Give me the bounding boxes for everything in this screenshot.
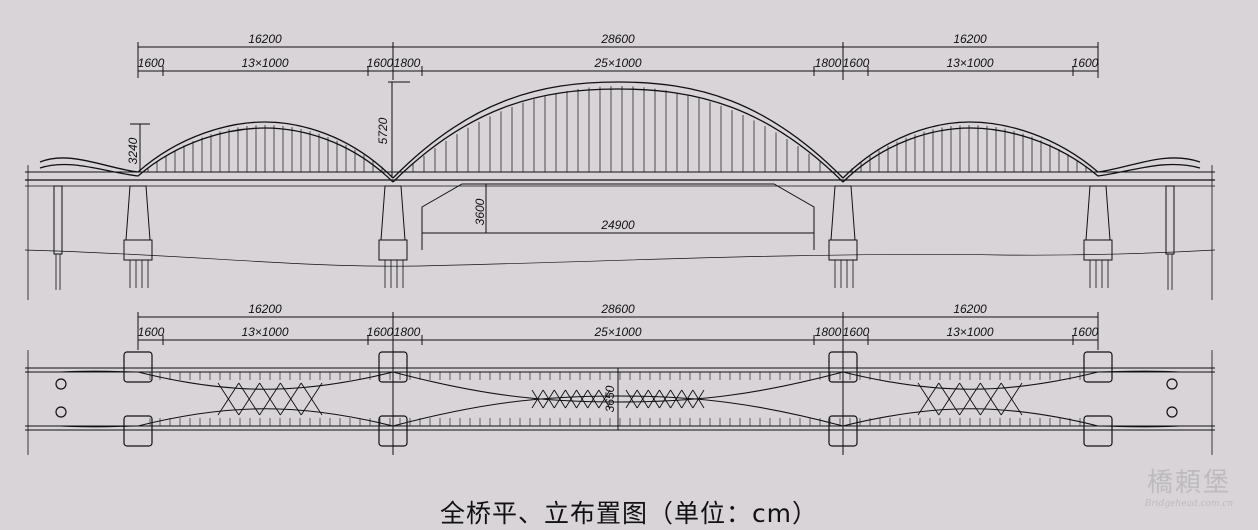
elev-sub-4: 1800	[394, 56, 421, 70]
elevation-dimension-lines	[137, 42, 1099, 80]
watermark-url: Bridgehead.com.cn	[1144, 499, 1234, 509]
break-lines	[27, 165, 1213, 300]
plan-span-2: 28600	[600, 302, 635, 316]
elev-span-3: 16200	[953, 32, 987, 46]
plan-sub-7: 1600	[843, 325, 870, 339]
plan-sub-8: 13×1000	[946, 325, 993, 339]
elev-sub-9: 1600	[1072, 56, 1099, 70]
elevation-arches	[39, 81, 1201, 183]
rise-left: 3240	[126, 137, 140, 164]
rise-dimension-lines	[130, 81, 410, 178]
watermark-logo-text: 橋頼堡	[1146, 468, 1231, 498]
plan-sub-4: 1800	[394, 325, 421, 339]
elevation-deck	[25, 171, 1215, 187]
plan-wind-bracing	[217, 382, 1023, 416]
plan-sub-9: 1600	[1072, 325, 1099, 339]
plan-sub-2: 13×1000	[241, 325, 288, 339]
plan-break-lines	[27, 350, 1213, 455]
watermark: 橋頼堡 Bridgehead.com.cn	[1134, 468, 1244, 510]
plan-sub-5: 25×1000	[593, 325, 641, 339]
plan-width: 3650	[603, 385, 617, 412]
elev-sub-3: 1600	[367, 56, 394, 70]
elev-sub-7: 1600	[843, 56, 870, 70]
plan-pier-caps	[55, 351, 1178, 447]
plan-sub-6: 1800	[815, 325, 842, 339]
plan-span-3: 16200	[953, 302, 987, 316]
elev-sub-5: 25×1000	[593, 56, 641, 70]
elev-sub-6: 1800	[815, 56, 842, 70]
elev-span-2: 28600	[600, 32, 635, 46]
plan-dimension-lines	[137, 312, 1099, 455]
plan-sub-1: 1600	[138, 325, 165, 339]
elev-span-1: 16200	[248, 32, 282, 46]
elev-sub-8: 13×1000	[946, 56, 993, 70]
elevation-hangers	[147, 86, 1087, 173]
elev-sub-1: 1600	[138, 56, 165, 70]
plan-sub-3: 1600	[367, 325, 394, 339]
elevation-piers	[53, 185, 1175, 261]
navigation-clearance	[421, 183, 815, 250]
plan-span-1: 16200	[248, 302, 282, 316]
clearance-width: 24900	[600, 218, 635, 232]
clearance-height: 3600	[473, 198, 487, 225]
plan-crossbeams	[149, 372, 1081, 426]
elevation-piles	[55, 254, 1173, 290]
ground-line	[24, 249, 1216, 267]
elev-sub-2: 13×1000	[241, 56, 288, 70]
bridge-drawing: 16200 28600 16200 1600 13×1000 1600 1800…	[24, 32, 1216, 455]
rise-mid: 5720	[376, 117, 390, 144]
drawing-caption: 全桥平、立布置图（单位：cm）	[439, 499, 819, 528]
